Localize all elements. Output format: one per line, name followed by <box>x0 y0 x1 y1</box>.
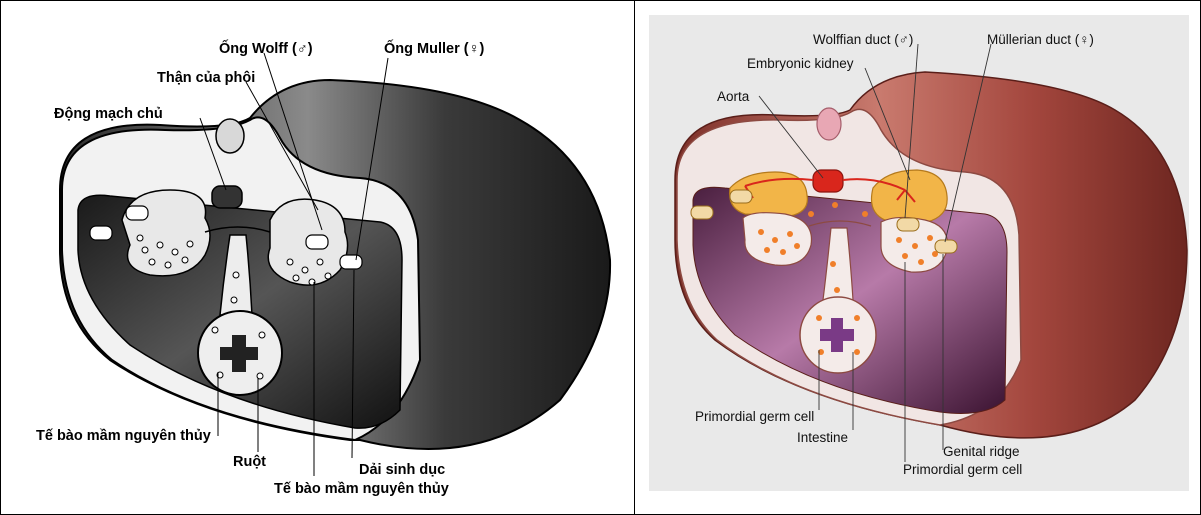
label-intestine-en: Intestine <box>797 430 848 445</box>
wolffian-duct-right-color <box>897 218 919 231</box>
muller-duct-left <box>90 226 112 240</box>
label-mullerian-duct: Müllerian duct (♀) <box>987 32 1094 47</box>
left-diagram-svg: Ống Wolff (♂) Ống Muller (♀) Thận của ph… <box>0 0 634 515</box>
aorta-vessel-color <box>813 170 843 192</box>
label-genital-ridge-en: Genital ridge <box>943 444 1020 459</box>
muller-duct-right <box>340 255 362 269</box>
label-primordial-germ-cell-bottom: Tế bào mầm nguyên thủy <box>274 481 449 497</box>
muller-duct-left-color <box>691 206 713 219</box>
label-intestine: Ruột <box>233 454 266 470</box>
label-primordial-germ-cell-left: Tế bào mầm nguyên thủy <box>36 428 211 444</box>
label-wolff-duct: Ống Wolff (♂) <box>219 39 313 57</box>
label-primordial-germ-cell-en-left: Primordial germ cell <box>695 409 814 424</box>
left-panel-vietnamese-diagram: Ống Wolff (♂) Ống Muller (♀) Thận của ph… <box>0 0 634 515</box>
right-diagram-svg: Wolffian duct (♂) Müllerian duct (♀) Emb… <box>635 0 1201 515</box>
wolffian-duct-right <box>306 235 328 249</box>
notochord-color <box>817 108 841 140</box>
aorta-vessel <box>212 186 242 208</box>
wolffian-duct-left <box>126 206 148 220</box>
label-embryonic-kidney-en: Embryonic kidney <box>747 56 854 71</box>
notochord <box>216 119 244 153</box>
label-wolffian-duct: Wolffian duct (♂) <box>813 32 913 47</box>
label-genital-ridge: Dải sinh dục <box>359 462 445 478</box>
label-aorta-en: Aorta <box>717 89 750 104</box>
label-primordial-germ-cell-en-bottom: Primordial germ cell <box>903 462 1022 477</box>
label-aorta: Động mạch chủ <box>54 106 163 122</box>
label-embryonic-kidney: Thận của phôi <box>157 70 255 86</box>
right-panel-english-diagram: Wolffian duct (♂) Müllerian duct (♀) Emb… <box>635 0 1201 515</box>
wolffian-duct-left-color <box>730 190 752 203</box>
label-muller-duct: Ống Muller (♀) <box>384 39 484 57</box>
muller-duct-right-color <box>935 240 957 253</box>
